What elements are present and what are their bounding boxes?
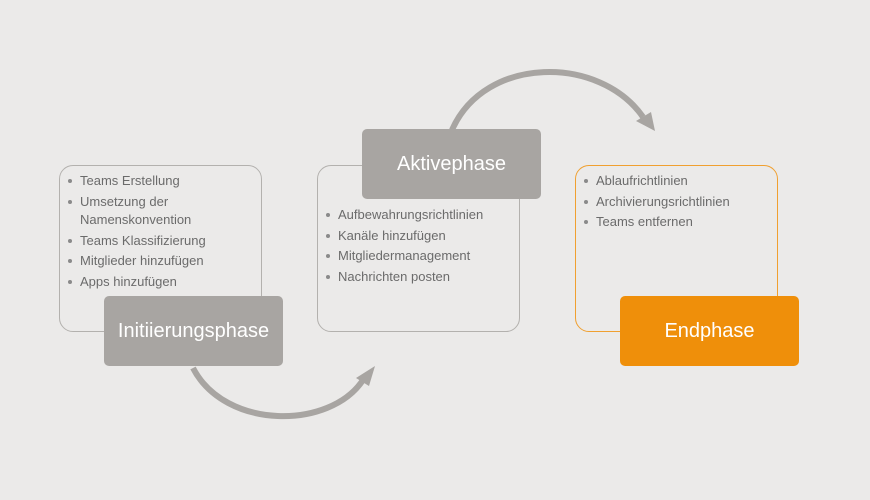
list-item: Mitgliedermanagement xyxy=(322,247,511,266)
list-item: Umsetzung der Namenskonvention xyxy=(64,193,253,230)
list-item: Kanäle hinzufügen xyxy=(322,227,511,246)
list-item: Mitglieder hinzufügen xyxy=(64,252,253,271)
list-item: Teams entfernen xyxy=(580,213,769,232)
list-item: Teams Erstellung xyxy=(64,172,253,191)
arrowhead-active-to-end xyxy=(636,112,655,131)
list-item: Aufbewahrungsrichtlinien xyxy=(322,206,511,225)
initiation-phase-label: Initiierungsphase xyxy=(104,296,283,366)
curved-arrow-initiation-to-active xyxy=(190,366,366,419)
list-item: Nachrichten posten xyxy=(322,268,511,287)
list-item: Teams Klassifizierung xyxy=(64,232,253,251)
initiation-items-list: Teams Erstellung Umsetzung der Namenskon… xyxy=(64,172,253,291)
end-phase-label: Endphase xyxy=(620,296,799,366)
end-items-list: Ablaufrichtlinien Archivierungsrichtlini… xyxy=(580,172,769,232)
arrowhead-initiation-to-active xyxy=(356,366,375,386)
end-details-box: Ablaufrichtlinien Archivierungsrichtlini… xyxy=(575,165,778,332)
initiation-details-box: Teams Erstellung Umsetzung der Namenskon… xyxy=(59,165,262,332)
active-items-list: Aufbewahrungsrichtlinien Kanäle hinzufüg… xyxy=(322,206,511,286)
curved-arrow-active-to-end xyxy=(449,69,646,132)
list-item: Ablaufrichtlinien xyxy=(580,172,769,191)
active-phase-label: Aktivephase xyxy=(362,129,541,199)
list-item: Archivierungsrichtlinien xyxy=(580,193,769,212)
list-item: Apps hinzufügen xyxy=(64,273,253,292)
